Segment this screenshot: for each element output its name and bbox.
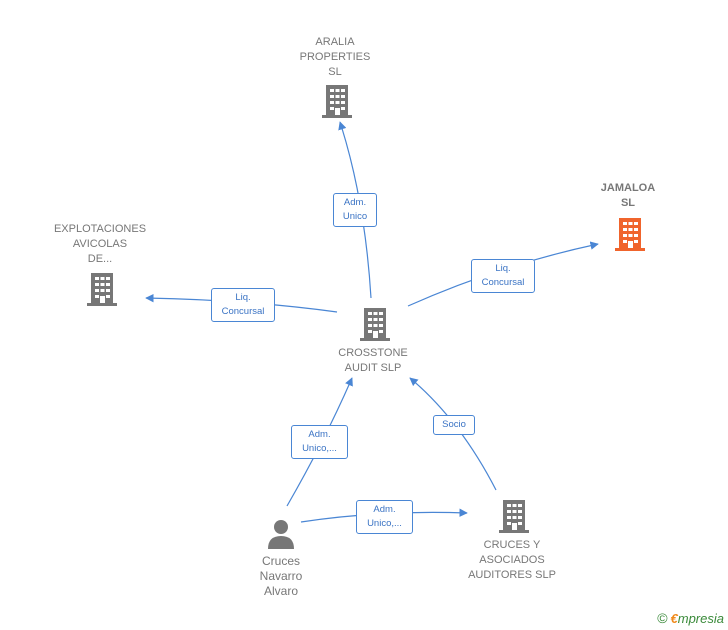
node-label-cruces-asociados[interactable]: CRUCES Y ASOCIADOS AUDITORES SLP bbox=[468, 539, 556, 581]
building-icon[interactable] bbox=[321, 84, 353, 118]
node-label-jamaloa[interactable]: JAMALOA SL bbox=[600, 182, 656, 209]
brand-logo-initial: € bbox=[670, 611, 678, 626]
edge-label-crosstone-jamaloa: Liq. Concursal bbox=[471, 259, 535, 293]
building-icon[interactable] bbox=[614, 217, 646, 251]
brand-watermark: ©€mpresia bbox=[657, 610, 724, 626]
node-label-crosstone[interactable]: CROSSTONE AUDIT SLP bbox=[338, 347, 408, 374]
edge-label-crosstone-explotaciones: Liq. Concursal bbox=[211, 288, 275, 322]
building-icon[interactable] bbox=[86, 272, 118, 306]
building-icon[interactable] bbox=[359, 307, 391, 341]
node-label-aralia[interactable]: ARALIA PROPERTIES SL bbox=[299, 36, 371, 78]
node-label-explotaciones[interactable]: EXPLOTACIONES AVICOLAS DE... bbox=[53, 223, 147, 265]
person-icon[interactable] bbox=[266, 519, 296, 549]
copyright-symbol: © bbox=[657, 610, 668, 626]
edge-label-person-asociados: Adm. Unico,... bbox=[356, 500, 413, 534]
brand-logo-text: mpresia bbox=[677, 611, 724, 626]
edge-label-asociados-crosstone: Socio bbox=[433, 415, 475, 435]
building-icon[interactable] bbox=[498, 499, 530, 533]
node-label-cruces-person[interactable]: Cruces Navarro Alvaro bbox=[259, 554, 303, 598]
edge-label-crosstone-aralia: Adm. Unico bbox=[333, 193, 377, 227]
edge-label-person-crosstone: Adm. Unico,... bbox=[291, 425, 348, 459]
